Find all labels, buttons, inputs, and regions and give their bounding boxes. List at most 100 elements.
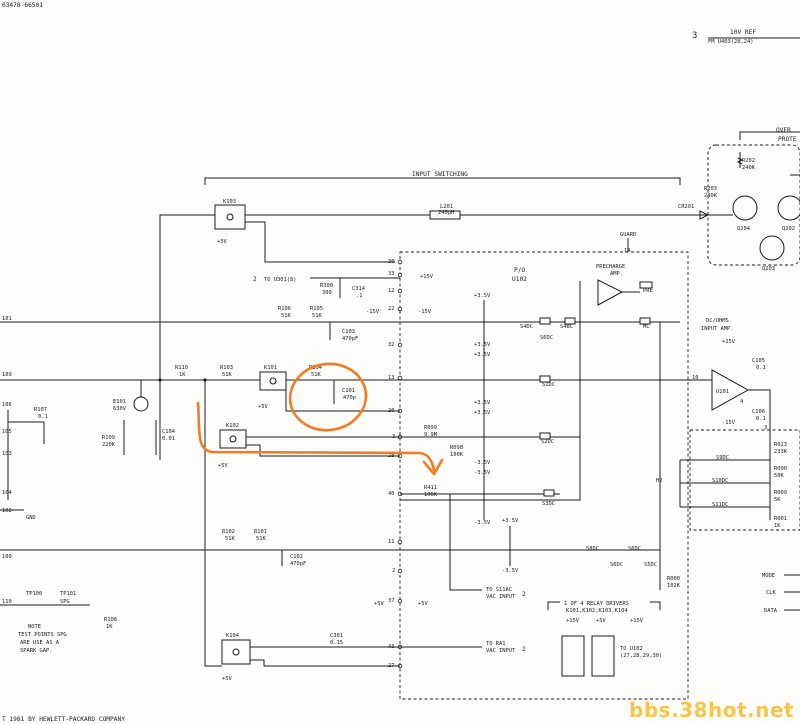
q204-transistor (732, 195, 758, 221)
driver-supply-c: +15V (630, 618, 644, 624)
pre-label: PRE (643, 288, 653, 294)
r109-label: R109 (102, 435, 115, 441)
supply-m35-2: -3.5V (474, 470, 491, 476)
r109-value: 220K (102, 442, 116, 448)
dc-ohms-label: DC/OHMS (706, 318, 729, 324)
s8dc-label: S8DC (586, 546, 599, 552)
precharge-label: PRECHARGE (596, 264, 625, 270)
r009-label: R009 (774, 490, 787, 496)
q202-label: Q202 (782, 226, 795, 232)
r101-value: 51K (256, 536, 266, 542)
driver-transistor-b (591, 635, 615, 677)
supply-m35-1: -3.5V (474, 460, 491, 466)
c301-value: 0.15 (330, 640, 343, 646)
left-label-101: 101 (2, 316, 12, 322)
k103-supply: +5V (217, 239, 227, 245)
s3dc-label: S3DC (542, 501, 555, 507)
c102-label: C102 (290, 554, 303, 560)
left-label-106: 106 (2, 402, 12, 408)
pin-marker (397, 259, 403, 265)
r202-label: R202 (742, 158, 755, 164)
to-u102-pins: (27,28,29,30) (620, 653, 662, 659)
wire-k102-k104 (204, 380, 222, 667)
c104-value: 0.01 (162, 436, 175, 442)
r105-label: R105 (310, 306, 323, 312)
supply-p5v-a: +5V (374, 601, 384, 607)
supply-p35-6: +3.5V (502, 518, 519, 524)
data-label: DATA (764, 608, 778, 614)
l201-label: L201 (440, 204, 453, 210)
relay-driver-sub: K101,K102,K103,K104 (566, 608, 628, 614)
s5dc-label: S5DC (644, 562, 657, 568)
supply-p35-3: +3.5V (474, 352, 491, 358)
k101-supply: +5V (258, 404, 268, 410)
r099-value: 9.9M (424, 432, 438, 438)
input-switching-bracket (204, 177, 681, 185)
r108-value: 1K (106, 624, 113, 630)
r090-label: R090 (774, 466, 787, 472)
pin-marker (397, 272, 403, 278)
left-label-103: 103 (2, 451, 12, 457)
pin-22: 22 (388, 306, 395, 312)
cr201-label: CR201 (678, 204, 694, 210)
r108-label: R108 (104, 617, 117, 623)
s11dc-label: S11DC (712, 502, 728, 508)
u101-amp (711, 369, 750, 411)
r000-value: 102K (667, 583, 681, 589)
r411-value: 100K (424, 492, 438, 498)
c105-label: C105 (752, 358, 765, 364)
annotation-circle (288, 362, 368, 432)
r009-value: 5K (774, 497, 781, 503)
s4bc-label: S4BC (560, 324, 573, 330)
r202-value: 240K (742, 165, 756, 171)
r001-label: R001 (774, 516, 787, 522)
r101-label: R101 (254, 529, 267, 535)
pin-12: 12 (388, 288, 395, 294)
relay-driver-title: 1 OF 4 RELAY DRIVERS (564, 601, 629, 607)
pin-33: 33 (388, 271, 395, 277)
r203-value: 240K (704, 193, 718, 199)
left-label-102: 102 (2, 508, 12, 514)
supply-p35-5: +3.5V (474, 410, 491, 416)
pin-14: 14 (624, 248, 631, 254)
to-s11ac-label: TO S11AC (486, 587, 512, 593)
r110-value: 1K (179, 372, 186, 378)
r104-label: R104 (309, 365, 322, 371)
k103-relay (214, 204, 246, 230)
note-line-4: SPARK GAP. (20, 648, 52, 654)
supply-p15v: +15V (420, 274, 434, 280)
precharge-amp-label: AMP. (610, 271, 623, 277)
left-label-110: 110 (2, 599, 12, 605)
driver-transistor-a (561, 635, 585, 677)
pin-32: 32 (388, 342, 395, 348)
switch-s4dc (539, 317, 551, 325)
watermark: bbs.38hot.net (629, 698, 794, 722)
wire-precharge (400, 281, 581, 501)
c103-label: C103 (342, 329, 355, 335)
output-num-b: 2 (522, 646, 526, 653)
output-num-a: 2 (522, 591, 526, 598)
r103-value: 51K (222, 372, 232, 378)
q203-label: Q203 (762, 266, 775, 272)
u301-num: 2 (253, 276, 257, 283)
supply-p35-2: +3.5V (474, 342, 491, 348)
supply-p15: +15V (722, 339, 736, 345)
range-boundary (689, 429, 800, 531)
k101-relay (259, 371, 287, 391)
r023-value: 233K (774, 449, 788, 455)
supply-m35-4: -3.5V (502, 568, 519, 574)
tp100-label: TP100 (26, 591, 42, 597)
vac-input-label: VAC INPUT (486, 594, 516, 600)
tp101-label: TP101 (60, 591, 76, 597)
r105-value: 51K (312, 313, 322, 319)
r099-label: R099 (424, 425, 437, 431)
switch-pre (639, 281, 653, 289)
annotation-arrow-head (422, 458, 444, 476)
s6dc2-label: S6DC (628, 546, 641, 552)
r000-label: R000 (667, 576, 680, 582)
r023-label: R023 (774, 442, 787, 448)
c314-label: C314 (352, 286, 365, 292)
mc-label: MC (643, 324, 650, 330)
pin-3b: 3 (764, 425, 767, 431)
k102-relay (219, 429, 247, 449)
